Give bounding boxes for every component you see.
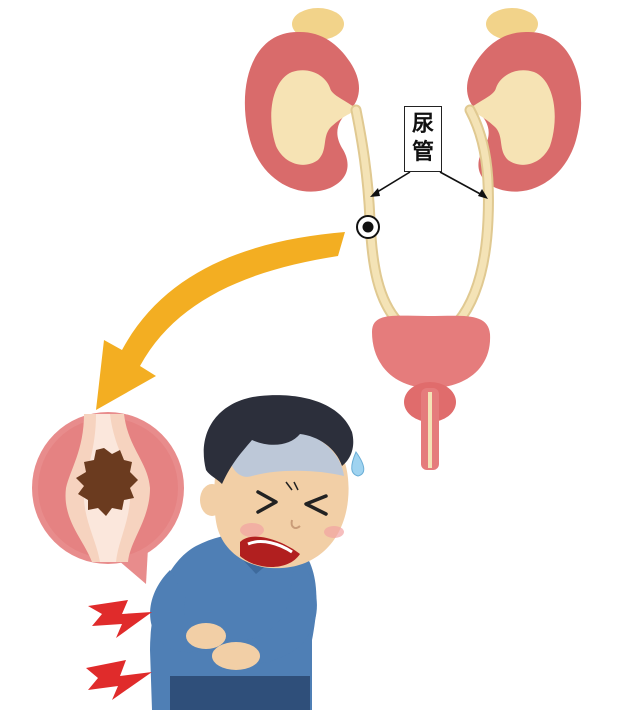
sweat-drop xyxy=(352,452,364,476)
left-ureter-inner xyxy=(356,110,398,322)
ureter-label-char-2: 管 xyxy=(412,139,434,167)
stone-callout xyxy=(32,412,184,584)
man-blush-left xyxy=(240,523,264,537)
ureter-label: 尿 管 xyxy=(404,106,442,172)
man-blush-right xyxy=(324,526,344,538)
man-right-hand xyxy=(212,642,260,670)
man-pants xyxy=(170,676,310,710)
ureter-stone xyxy=(363,222,374,233)
ureter-label-char-1: 尿 xyxy=(412,111,434,139)
urethra-lumen xyxy=(428,392,432,468)
pain-bolts xyxy=(86,600,152,700)
pain-bolt-lower xyxy=(86,660,152,700)
pain-bolt-upper xyxy=(88,600,152,638)
man-in-pain xyxy=(150,395,364,710)
curved-arrow xyxy=(96,232,345,410)
man-left-hand xyxy=(186,623,226,649)
label-pointers xyxy=(370,172,488,199)
bladder xyxy=(372,316,490,388)
